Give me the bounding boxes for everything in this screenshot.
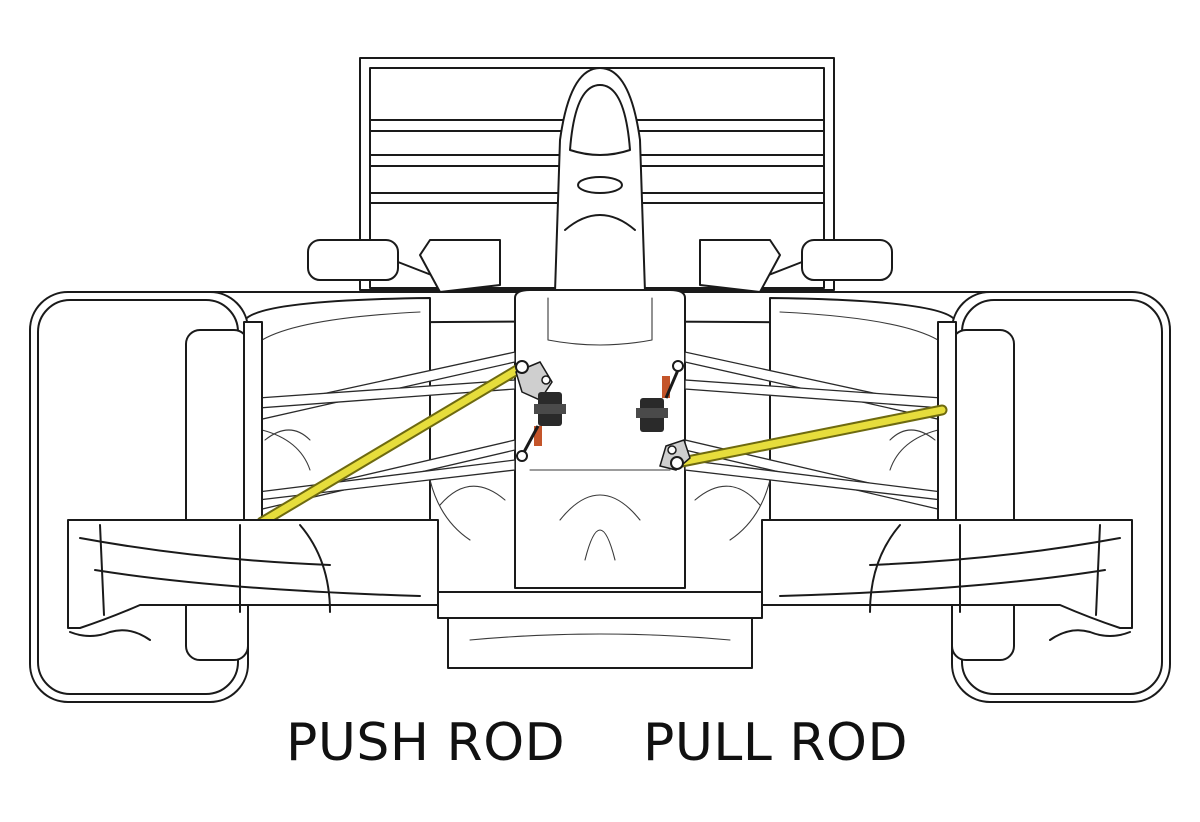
left-upright — [243, 321, 263, 523]
shock-absorber-icon — [636, 360, 691, 471]
right-wishbones — [684, 351, 943, 511]
sidepod-inlets — [264, 429, 936, 506]
monocoque — [514, 289, 686, 589]
shock-absorber-icon — [515, 360, 566, 462]
right-upright — [937, 321, 957, 523]
engine-cover — [554, 67, 646, 293]
pull-rod-label: PULL ROD — [643, 713, 908, 773]
left-wishbones — [257, 351, 516, 511]
front-wing — [67, 519, 1133, 669]
push-rod — [256, 361, 528, 528]
pull-rod — [671, 404, 948, 469]
left-front-wheel — [29, 291, 249, 703]
mirrors — [307, 239, 893, 293]
push-rod-label: PUSH ROD — [286, 713, 566, 773]
right-front-wheel — [951, 291, 1171, 703]
